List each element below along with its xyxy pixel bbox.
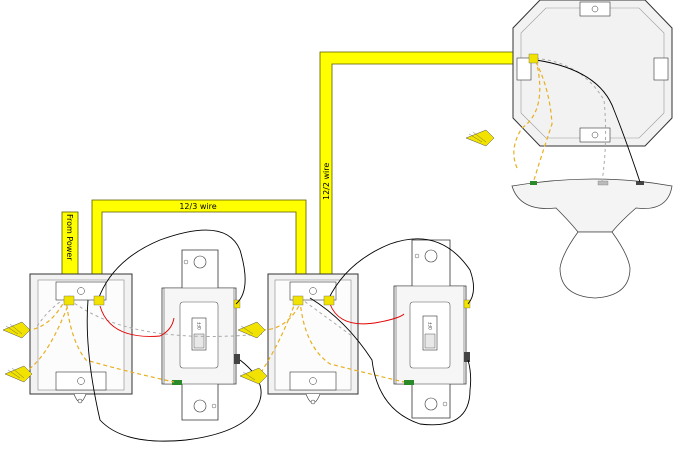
screw-icon bbox=[172, 380, 182, 385]
ground-bundle-icon bbox=[237, 321, 266, 339]
light-box-tab-bottom bbox=[579, 127, 611, 143]
light-box-tab-top bbox=[579, 1, 611, 17]
wire-nut-icon bbox=[323, 295, 335, 306]
ground-bundle-icon bbox=[239, 367, 268, 385]
light-box-tab-right bbox=[653, 57, 669, 81]
three-way-switch-2: OFF bbox=[393, 239, 471, 419]
light-box bbox=[512, 0, 673, 147]
screw-icon bbox=[309, 287, 317, 295]
wire-nut-icon bbox=[528, 53, 539, 64]
ground-bundle-icon bbox=[4, 365, 33, 383]
screw-icon bbox=[591, 131, 599, 139]
light-fixture bbox=[511, 178, 673, 299]
wire-nut-icon bbox=[63, 295, 75, 306]
wire-nuts bbox=[63, 53, 539, 306]
ground-bundle-icon bbox=[2, 321, 31, 339]
red-wires bbox=[99, 303, 405, 337]
screw-icon bbox=[424, 397, 438, 411]
ground-bundle-icon bbox=[465, 129, 495, 147]
wire-nut-icon bbox=[93, 295, 105, 306]
three-way-switch-1: OFF bbox=[161, 249, 241, 421]
switch-box-1 bbox=[29, 273, 133, 404]
screw-icon bbox=[77, 377, 85, 385]
screw-icon bbox=[309, 377, 317, 385]
from-power-label: From Power bbox=[65, 214, 74, 261]
screw-icon bbox=[597, 180, 609, 186]
light-box-tab-left bbox=[516, 57, 532, 81]
switch-1-off-label: OFF bbox=[197, 321, 202, 329]
screw-icon bbox=[77, 287, 85, 295]
screw-icon bbox=[591, 5, 599, 13]
wire-nut-icon bbox=[292, 295, 304, 306]
cable-12-2-label: 12/2 wire bbox=[322, 163, 331, 200]
screw-icon bbox=[424, 249, 438, 263]
screw-icon bbox=[404, 380, 414, 385]
screw-icon bbox=[193, 255, 207, 269]
cable-12-3-label: 12/3 wire bbox=[179, 202, 216, 211]
neutral-wires bbox=[35, 57, 607, 337]
switch-2-off-label: OFF bbox=[428, 321, 433, 329]
screw-icon bbox=[530, 181, 537, 185]
switch-box-2 bbox=[267, 273, 359, 405]
ground-wires bbox=[27, 59, 553, 383]
black-wires bbox=[86, 59, 641, 442]
ground-bundles bbox=[2, 129, 495, 385]
light-bulb-icon bbox=[559, 231, 631, 299]
screw-icon bbox=[193, 399, 207, 413]
screw-icon bbox=[636, 181, 644, 185]
